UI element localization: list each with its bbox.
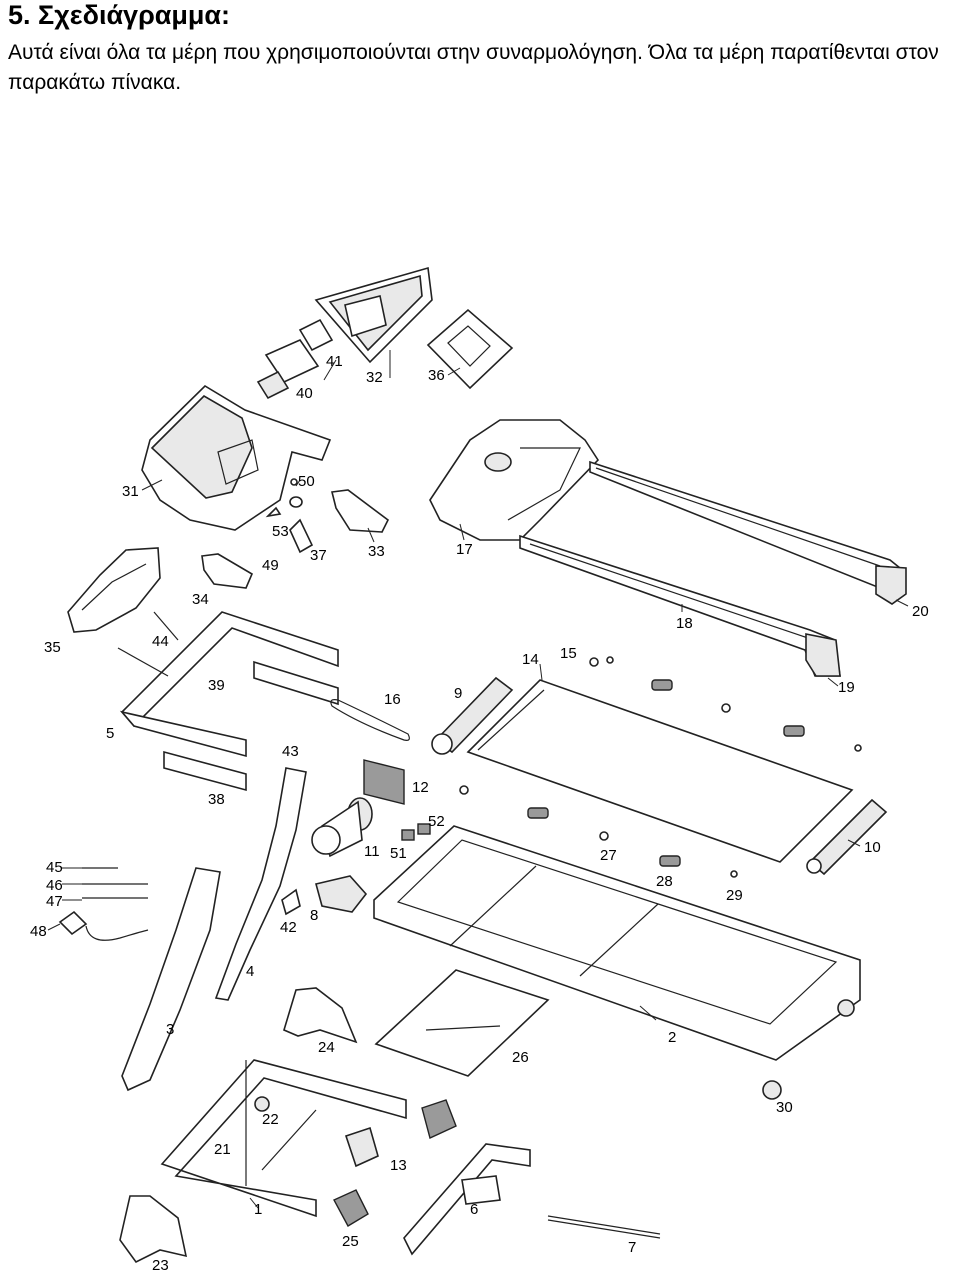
part-41-board <box>298 318 334 352</box>
callout-9: 9 <box>454 685 462 702</box>
part-42-bracket <box>281 888 301 916</box>
part-45-48-cables <box>58 867 149 941</box>
callout-36: 36 <box>428 367 445 384</box>
callout-44: 44 <box>152 633 169 650</box>
callout-45: 45 <box>46 859 63 876</box>
part-39-cover <box>253 660 339 706</box>
callout-25: 25 <box>342 1233 359 1250</box>
part-7-shock <box>547 1215 661 1239</box>
callout-37: 37 <box>310 547 327 564</box>
part-4-right-upright <box>214 767 307 1001</box>
callout-38: 38 <box>208 791 225 808</box>
part-dampers <box>459 656 862 878</box>
callout-49: 49 <box>262 557 279 574</box>
callout-47: 47 <box>46 893 63 910</box>
leader-lines <box>47 350 909 1209</box>
part-11-motor <box>311 797 373 858</box>
part-2-main-frame <box>373 825 861 1061</box>
callout-40: 40 <box>296 385 313 402</box>
part-6-incline-frame <box>403 1143 531 1256</box>
part-50-53-37-small-parts <box>265 478 314 554</box>
callout-24: 24 <box>318 1039 335 1056</box>
callout-2: 2 <box>668 1029 676 1046</box>
part-44-hand-grip <box>117 611 179 677</box>
callout-17: 17 <box>456 541 473 558</box>
callout-16: 16 <box>384 691 401 708</box>
part-19-end-cap <box>805 633 841 677</box>
part-32-console-display <box>314 266 433 364</box>
callout-30: 30 <box>776 1099 793 1116</box>
part-8-motor-bracket <box>315 875 368 913</box>
part-14-running-deck <box>466 679 854 863</box>
callout-31: 31 <box>122 483 139 500</box>
part-51-52-switches <box>401 823 431 841</box>
part-10-rear-roller <box>806 798 888 876</box>
callout-29: 29 <box>726 887 743 904</box>
part-23-base-cover <box>119 1195 188 1264</box>
part-35-side-cover <box>67 547 161 633</box>
callout-23: 23 <box>152 1257 169 1272</box>
callout-14: 14 <box>522 651 539 668</box>
callout-50: 50 <box>298 473 315 490</box>
part-17-motor-hood <box>429 419 600 541</box>
part-9-front-roller <box>431 676 514 755</box>
part-34-bracket <box>201 553 254 589</box>
part-3-left-upright <box>121 867 221 1092</box>
callout-43: 43 <box>282 743 299 760</box>
callout-18: 18 <box>676 615 693 632</box>
callout-5: 5 <box>106 725 114 742</box>
callout-26: 26 <box>512 1049 529 1066</box>
callout-52: 52 <box>428 813 445 830</box>
part-13-incline-motor <box>344 1099 457 1168</box>
callout-21: 21 <box>214 1141 231 1158</box>
callout-8: 8 <box>310 907 318 924</box>
callout-53: 53 <box>272 523 289 540</box>
part-18-side-rail-upper <box>589 460 906 591</box>
callout-19: 19 <box>838 679 855 696</box>
callout-7: 7 <box>628 1239 636 1256</box>
part-33-bracket <box>331 489 390 533</box>
callout-22: 22 <box>262 1111 279 1128</box>
callout-11: 11 <box>364 843 380 860</box>
callout-15: 15 <box>560 645 577 662</box>
part-26-motor-pan <box>374 969 550 1077</box>
part-20-end-cap <box>875 565 907 605</box>
callout-33: 33 <box>368 543 385 560</box>
callout-3: 3 <box>166 1021 174 1038</box>
part-1-base-frame <box>160 1059 407 1218</box>
callout-13: 13 <box>390 1157 407 1174</box>
callout-42: 42 <box>280 919 297 936</box>
callout-10: 10 <box>864 839 881 856</box>
callout-6: 6 <box>470 1201 478 1218</box>
part-5-upright-crossbar <box>119 611 339 758</box>
part-12-control-board <box>363 759 405 805</box>
callout-32: 32 <box>366 369 383 386</box>
callout-41: 41 <box>326 353 343 370</box>
callout-20: 20 <box>912 603 929 620</box>
callout-labels: 1 2 3 4 5 6 7 8 9 10 11 12 13 14 15 16 1… <box>30 353 929 1272</box>
callout-4: 4 <box>246 963 254 980</box>
callout-12: 12 <box>412 779 429 796</box>
part-36-overlay <box>426 308 514 390</box>
part-24-front-cover <box>283 987 358 1044</box>
callout-27: 27 <box>600 847 617 864</box>
part-25-elevation-motor <box>333 1189 369 1227</box>
callout-39: 39 <box>208 677 225 694</box>
part-16-drive-belt <box>330 699 410 741</box>
intro-text: Αυτά είναι όλα τα μέρη που χρησιμοποιούν… <box>8 41 939 94</box>
section-heading: 5. Σχεδιάγραμμα: <box>8 0 230 30</box>
callout-51: 51 <box>390 845 407 862</box>
callout-48: 48 <box>30 923 47 940</box>
callout-35: 35 <box>44 639 61 656</box>
part-30-wheel <box>762 1080 782 1100</box>
part-40-board <box>256 339 320 400</box>
callout-34: 34 <box>192 591 209 608</box>
callout-46: 46 <box>46 877 63 894</box>
part-31-console-body <box>141 384 332 531</box>
part-38-cover <box>163 750 247 792</box>
callout-28: 28 <box>656 873 673 890</box>
callout-1: 1 <box>254 1201 262 1218</box>
